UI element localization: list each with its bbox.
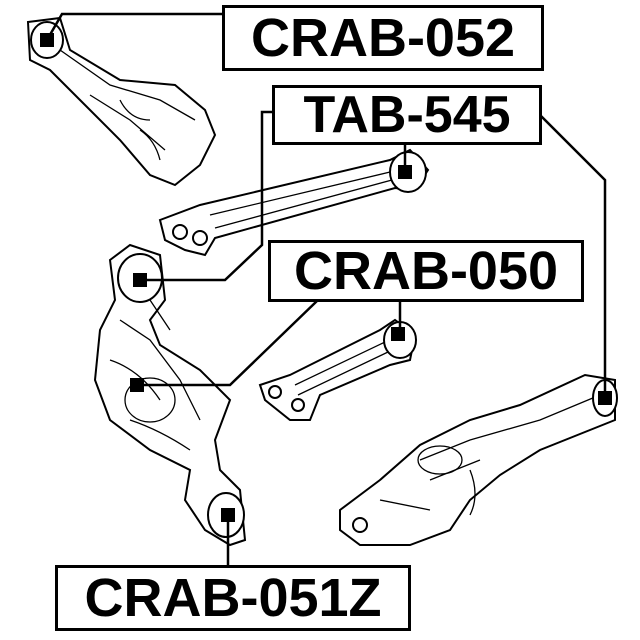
label-tab-545: TAB-545 — [272, 85, 542, 145]
upper-control-arm — [26, 16, 217, 187]
knuckle — [93, 243, 247, 547]
label-crab-050: CRAB-050 — [268, 240, 584, 302]
label-crab-052: CRAB-052 — [222, 5, 544, 71]
bushing-markers — [40, 33, 612, 522]
label-crab-051z: CRAB-051Z — [55, 565, 411, 631]
lower-arm — [339, 373, 618, 546]
leader-lines — [45, 12, 607, 567]
